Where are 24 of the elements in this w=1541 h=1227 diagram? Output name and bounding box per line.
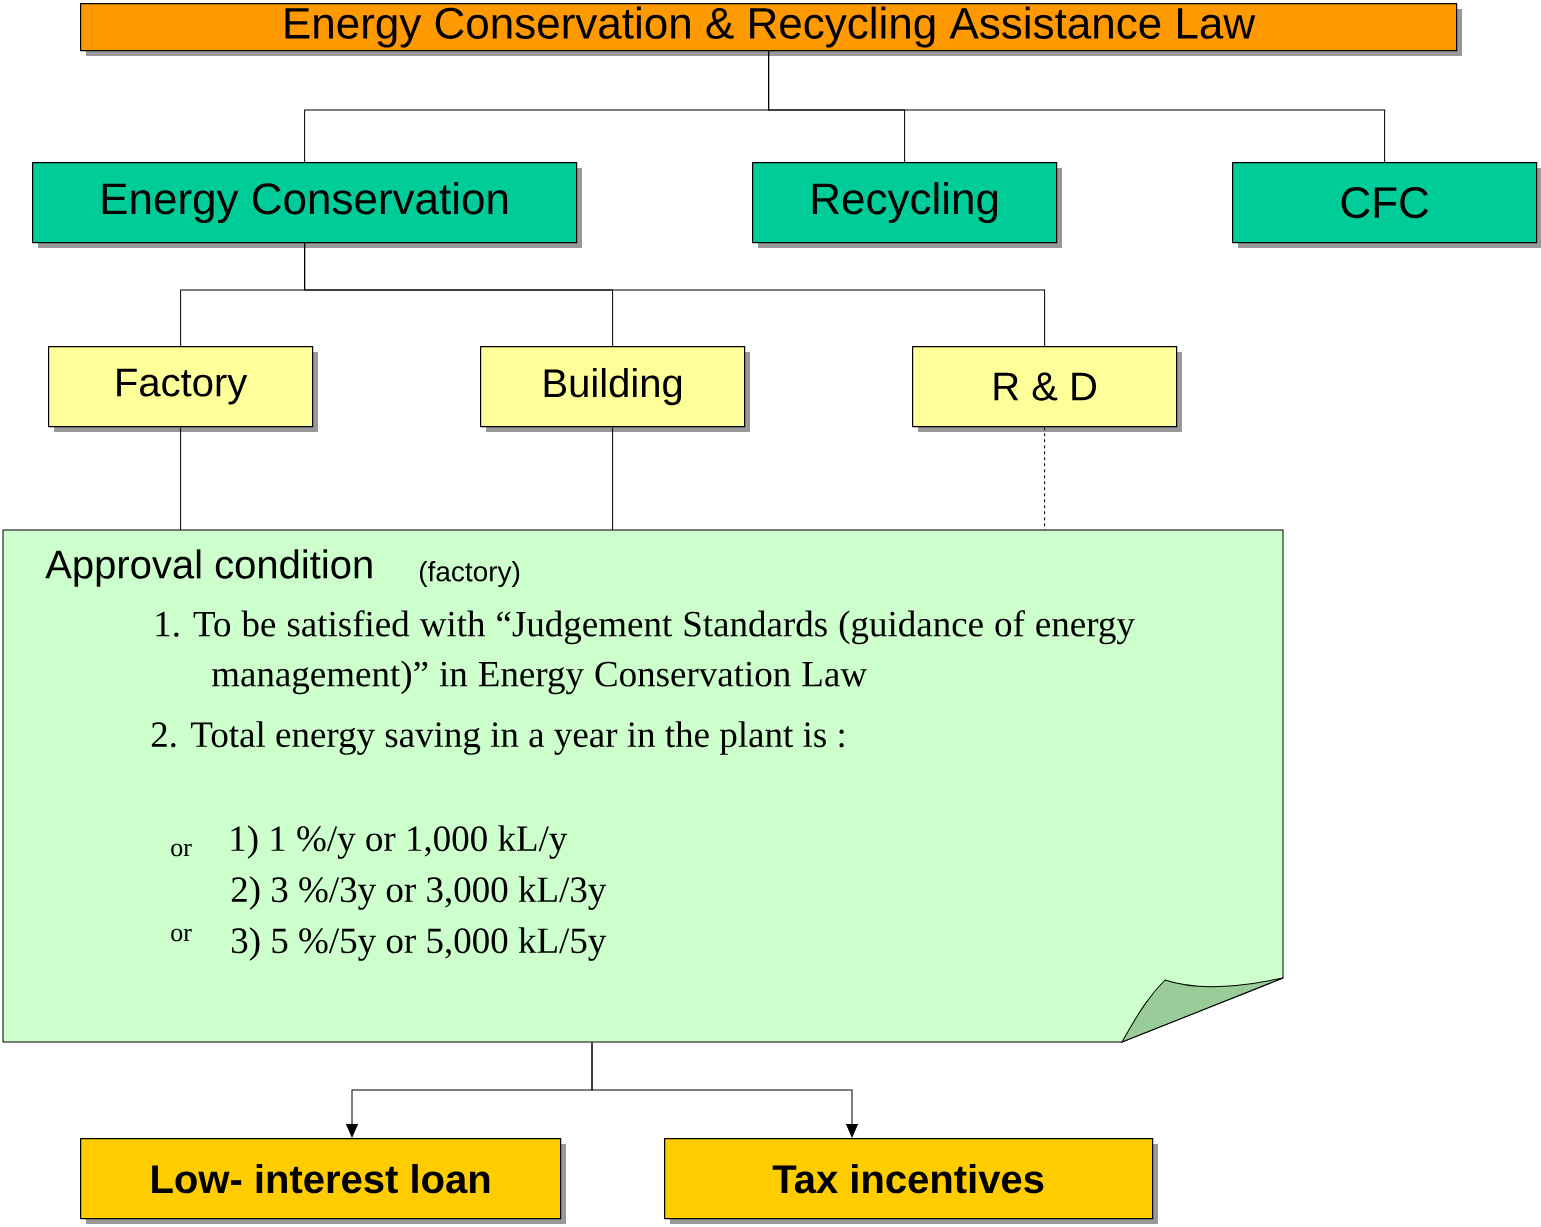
condition-option: 3) 5 %/5y or 5,000 kL/5y [232, 927, 607, 961]
connector [768, 50, 1386, 163]
note-subheading: (factory) [419, 560, 520, 588]
condition-text: 1. To be satisfied with “Judgement Standards (guidance of energy management)” in Energy Conservation Law [156, 610, 1135, 695]
condition-option: 1) 1 %/y or 1,000 kL/y [231, 825, 568, 859]
condition-option: 2) 3 %/3y or 3,000 kL/3y [231, 876, 607, 910]
or-text: or [171, 843, 192, 857]
support-box: Tax incentives [664, 1138, 1158, 1224]
category-box: Energy Conservation [32, 162, 582, 248]
connector [591, 1041, 858, 1138]
connector [180, 426, 182, 531]
sector-box: R & D [912, 346, 1182, 432]
or-text: or [171, 928, 192, 942]
connector [304, 242, 1046, 347]
sector-box: Building [480, 346, 750, 432]
support-box: Low- interest loan [80, 1138, 566, 1224]
note-heading: Approval condition [45, 549, 372, 587]
connector [1044, 426, 1046, 531]
category-box: CFC [1232, 162, 1541, 248]
sector-box: Factory [48, 346, 318, 432]
category-box: Recycling [752, 162, 1062, 248]
condition-text: 2. Total energy saving in a year in the plant is : [151, 721, 844, 755]
title-box: Energy Conservation & Recycling Assistance Law [80, 3, 1462, 56]
connector [612, 426, 614, 531]
